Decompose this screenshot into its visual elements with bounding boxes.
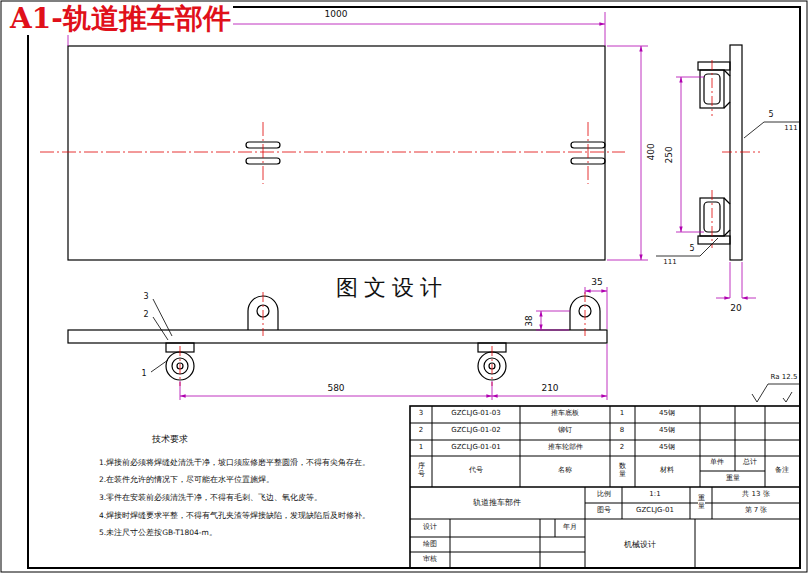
front-view bbox=[68, 296, 607, 380]
callout-number: 111 bbox=[662, 259, 677, 267]
table-cell: 2 bbox=[619, 444, 625, 452]
notes-heading: 技术要求 bbox=[151, 435, 189, 445]
table-cell: GZCLJG-01-01 bbox=[450, 444, 501, 452]
table-header: 材料 bbox=[659, 467, 675, 475]
table-cell: 3 bbox=[418, 410, 424, 418]
table-header: 序号 bbox=[418, 463, 425, 478]
table-cell: 45钢 bbox=[658, 427, 676, 435]
center-lines bbox=[40, 122, 625, 184]
table-header: 名称 bbox=[557, 467, 573, 475]
title-block-cell: 绘图 bbox=[422, 541, 438, 549]
table-cell: 推车底板 bbox=[550, 410, 580, 418]
roughness-symbol bbox=[752, 384, 800, 402]
parts-list-table bbox=[410, 406, 800, 568]
dimension-text: 210 bbox=[540, 384, 559, 394]
dimension-text: 400 bbox=[647, 142, 657, 161]
table-header: 重量 bbox=[725, 475, 741, 483]
table-cell: 45钢 bbox=[658, 410, 676, 418]
table-cell: 铆钉 bbox=[557, 427, 573, 435]
title-block-cell: 图号 bbox=[596, 507, 612, 515]
callout-number: 2 bbox=[142, 311, 149, 320]
title-block-cell: 审核 bbox=[422, 556, 438, 564]
drawing-title: A1-轨道推车部件 bbox=[8, 4, 233, 35]
side-view bbox=[698, 45, 742, 260]
title-block-cell: 重量 bbox=[698, 495, 705, 510]
title-block-cell: 设计 bbox=[422, 524, 438, 532]
dimension-text: 1000 bbox=[324, 10, 349, 20]
dimension-lines bbox=[180, 287, 607, 400]
dimension-text: 20 bbox=[729, 304, 742, 314]
table-cell: 1 bbox=[619, 410, 625, 418]
center-lines bbox=[712, 60, 760, 248]
watermark: 图文设计 bbox=[330, 276, 454, 300]
title-block-cell: 机械设计 bbox=[623, 541, 657, 550]
title-block-cell: 1:1 bbox=[648, 491, 661, 499]
title-block-cell: 比例 bbox=[596, 491, 612, 499]
dimension-text: 35 bbox=[590, 278, 603, 288]
table-cell: 8 bbox=[619, 427, 625, 435]
dimension-text: 580 bbox=[326, 384, 345, 394]
technical-note: 4.焊接时焊缝要求平整，不得有气孔夹渣等焊接缺陷，发现缺陷后及时修补。 bbox=[98, 512, 371, 520]
technical-note: 3.零件在安装前必须清洗干净，不得有毛刺、飞边、氧化皮等。 bbox=[98, 494, 323, 502]
callout-number: 5 bbox=[688, 245, 695, 254]
title-block-cell: GZCLJG-01 bbox=[635, 507, 675, 515]
table-header: 备注 bbox=[774, 467, 790, 475]
title-block-cell: 年月 bbox=[562, 524, 578, 532]
dimension-lines bbox=[68, 12, 648, 260]
title-block-cell: 轨道推车部件 bbox=[472, 499, 522, 508]
table-header: 代号 bbox=[468, 467, 484, 475]
callout-number: 5 bbox=[767, 111, 774, 120]
technical-note: 1.焊接前必须将焊缝处清洗干净，坡口须应修磨平整圆滑，不得有尖角存在。 bbox=[98, 459, 371, 467]
drawing-frame bbox=[28, 7, 800, 568]
leader-lines bbox=[656, 122, 800, 256]
title-block-cell: 第 7 张 bbox=[744, 507, 769, 515]
dimension-text: 38 bbox=[525, 314, 535, 327]
top-view bbox=[68, 46, 605, 260]
technical-note: 5.未注尺寸公差按GB-T1804-m。 bbox=[98, 529, 218, 537]
dimension-text: 250 bbox=[665, 145, 675, 164]
roughness-symbol bbox=[783, 392, 792, 402]
table-header: 总计 bbox=[742, 459, 758, 467]
technical-note: 2.在装件允许的情况下，尽可能在水平位置施焊。 bbox=[98, 476, 275, 484]
callout-number: 3 bbox=[142, 293, 149, 302]
table-header: 单件 bbox=[709, 459, 725, 467]
roughness-value: Ra 12.5 bbox=[770, 374, 799, 382]
table-header: 数量 bbox=[619, 463, 626, 478]
callout-number: 1 bbox=[140, 370, 147, 379]
table-cell: GZCLJG-01-03 bbox=[450, 410, 501, 418]
title-block-cell: 共 13 张 bbox=[741, 491, 770, 499]
callout-number: 111 bbox=[783, 125, 798, 133]
leader-lines bbox=[151, 299, 172, 372]
table-cell: 2 bbox=[418, 427, 424, 435]
center-lines bbox=[180, 292, 585, 386]
dimension-lines bbox=[676, 77, 756, 298]
table-cell: GZCLJG-01-02 bbox=[450, 427, 501, 435]
table-cell: 推车轮部件 bbox=[547, 444, 584, 452]
table-cell: 1 bbox=[418, 444, 424, 452]
table-cell: 45钢 bbox=[658, 444, 676, 452]
